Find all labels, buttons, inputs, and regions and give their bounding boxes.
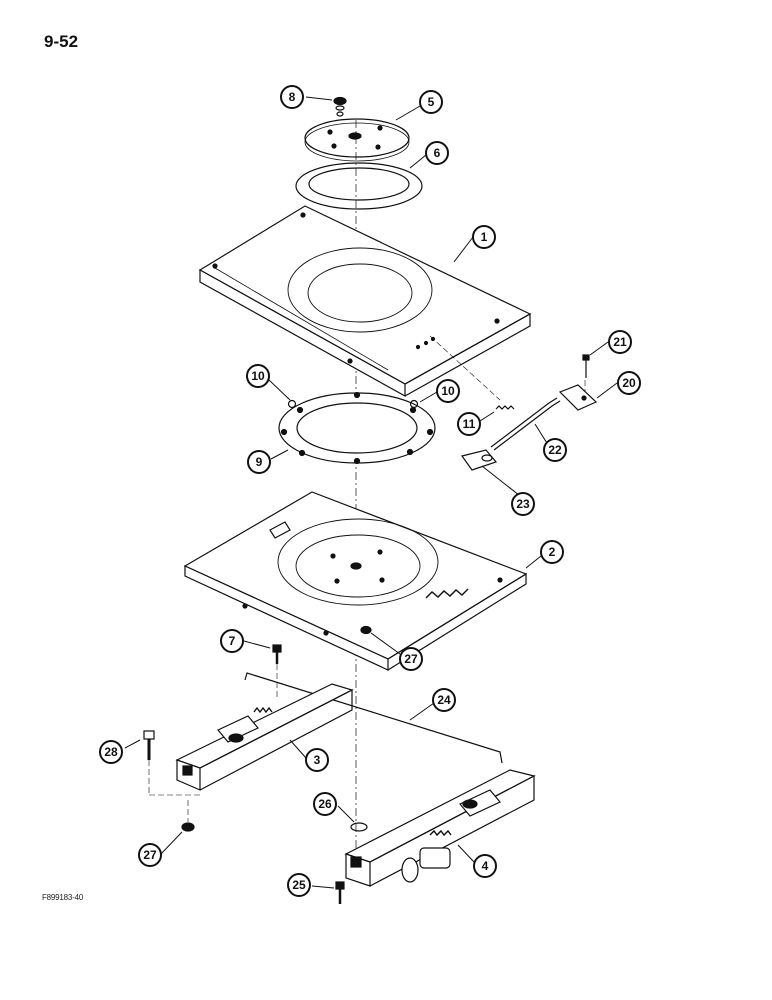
part-26-washer: [350, 822, 368, 832]
phantom-lines: [148, 335, 586, 822]
callout-7: 7: [220, 629, 244, 653]
svg-text:26: 26: [318, 797, 332, 811]
callout-10-left: 10: [246, 364, 270, 388]
svg-text:7: 7: [229, 634, 236, 648]
svg-text:28: 28: [104, 745, 118, 759]
callout-8: 8: [280, 85, 304, 109]
svg-text:5: 5: [428, 95, 435, 109]
svg-text:6: 6: [434, 146, 441, 160]
svg-text:21: 21: [613, 335, 627, 349]
part-10-ball-right: [409, 399, 419, 409]
callout-1: 1: [472, 225, 496, 249]
svg-text:22: 22: [548, 443, 562, 457]
callout-25: 25: [287, 873, 311, 897]
callout-21: 21: [608, 330, 632, 354]
svg-text:25: 25: [292, 878, 306, 892]
part-3-left-rail: [175, 683, 354, 791]
callout-10-right: 10: [436, 379, 460, 403]
part-27-nut-upper: [360, 625, 372, 635]
svg-text:9: 9: [256, 455, 263, 469]
svg-text:10: 10: [251, 369, 265, 383]
callout-4: 4: [473, 854, 497, 878]
part-8-nut: [333, 96, 347, 117]
part-7-bolt: [272, 644, 282, 664]
callout-23: 23: [511, 492, 535, 516]
callout-22: 22: [543, 438, 567, 462]
part-10-ball-left: [287, 399, 297, 409]
part-11-spring: [495, 405, 515, 410]
callout-27-upper: 27: [399, 647, 423, 671]
leader-lines: [124, 96, 618, 889]
svg-text:27: 27: [404, 652, 418, 666]
svg-text:4: 4: [482, 859, 489, 873]
svg-text:3: 3: [314, 753, 321, 767]
callout-20: 20: [617, 371, 641, 395]
part-2-swivel-plate: [183, 491, 528, 671]
part-5-disc-plate: [304, 118, 410, 162]
part-1-top-plate: [198, 205, 532, 398]
callout-3: 3: [305, 748, 329, 772]
part-20-bracket: [558, 384, 598, 411]
part-28-bolt: [143, 730, 155, 760]
part-24-connecting-rod: [244, 672, 503, 764]
svg-text:23: 23: [516, 497, 530, 511]
callout-9: 9: [247, 450, 271, 474]
callout-2: 2: [540, 540, 564, 564]
callout-6: 6: [425, 141, 449, 165]
callout-26: 26: [313, 792, 337, 816]
callout-5: 5: [419, 90, 443, 114]
svg-text:27: 27: [143, 848, 157, 862]
svg-text:11: 11: [463, 417, 476, 431]
figure-code: F899183-40: [42, 893, 84, 902]
svg-text:24: 24: [437, 693, 451, 707]
svg-text:8: 8: [289, 90, 296, 104]
svg-text:20: 20: [622, 376, 636, 390]
callout-11: 11: [457, 412, 481, 436]
svg-text:1: 1: [481, 230, 488, 244]
part-21-bolt: [582, 354, 590, 378]
svg-text:2: 2: [549, 545, 556, 559]
callout-28: 28: [99, 740, 123, 764]
part-4-right-rail: [344, 769, 536, 887]
callout-layer: 8 5 6 1 21 20 10 10 11 22 9 23 2 7 27 24…: [99, 85, 641, 897]
page-number: 9-52: [44, 32, 79, 51]
part-9-gasket-ring: [278, 391, 436, 465]
part-25-bolt: [335, 881, 345, 904]
part-27-nut-lower: [181, 822, 195, 832]
part-23-latch-block: [460, 449, 498, 471]
svg-text:10: 10: [441, 384, 455, 398]
part-22-release-lever: [490, 397, 561, 451]
callout-24: 24: [432, 688, 456, 712]
callout-27-lower: 27: [138, 843, 162, 867]
part-6-ring: [295, 162, 423, 210]
